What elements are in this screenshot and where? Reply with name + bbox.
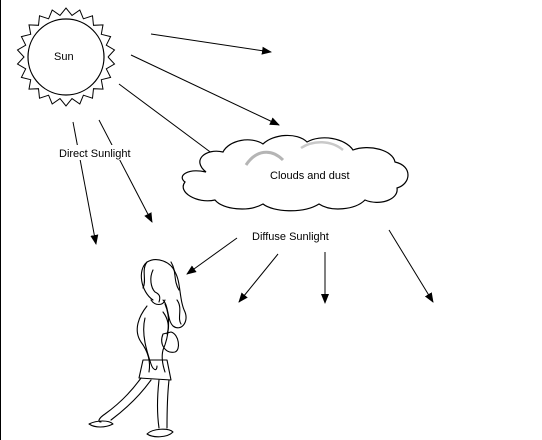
hair — [140, 259, 187, 329]
direct-label-bg — [56, 145, 139, 160]
shoulder-bag — [161, 311, 180, 353]
collar — [150, 299, 166, 306]
sun-corona — [16, 7, 116, 107]
cloud-outline — [181, 134, 409, 212]
ray-arrow-cloud-right — [130, 54, 280, 126]
diffuse-label-bg — [249, 228, 365, 243]
cloud: Clouds and dust — [181, 134, 409, 212]
hair-curls — [142, 261, 182, 325]
back-shoe — [88, 420, 114, 428]
diffuse-sunlight-label: Diffuse Sunlight — [252, 231, 329, 243]
direct-ray-arrow-1 — [72, 121, 99, 245]
ray-arrow-right — [150, 33, 272, 55]
back-leg-inner — [110, 379, 152, 421]
sun-rays — [16, 7, 116, 107]
cloud-shade — [244, 150, 285, 166]
clouds-label: Clouds and dust — [270, 170, 350, 182]
ray-arrow-cloud-left — [118, 83, 222, 161]
sun-disc — [27, 18, 105, 96]
front-leg — [156, 379, 170, 429]
diffuse-ray-arrow-4 — [388, 229, 434, 303]
torso — [136, 303, 170, 373]
sun-label: Sun — [54, 51, 74, 63]
diffuse-ray-arrow-2 — [238, 253, 279, 303]
walking-woman-figure — [88, 259, 187, 438]
direct-ray-arrow-2 — [98, 119, 153, 223]
face — [150, 269, 161, 303]
cloud-shade-2 — [300, 141, 344, 151]
front-shoe — [146, 428, 174, 438]
skirt — [138, 359, 172, 381]
sun: Sun — [16, 7, 116, 107]
arm — [143, 317, 158, 371]
direct-sunlight-label: Direct Sunlight — [59, 148, 131, 160]
diffuse-ray-arrow-1 — [186, 237, 238, 275]
